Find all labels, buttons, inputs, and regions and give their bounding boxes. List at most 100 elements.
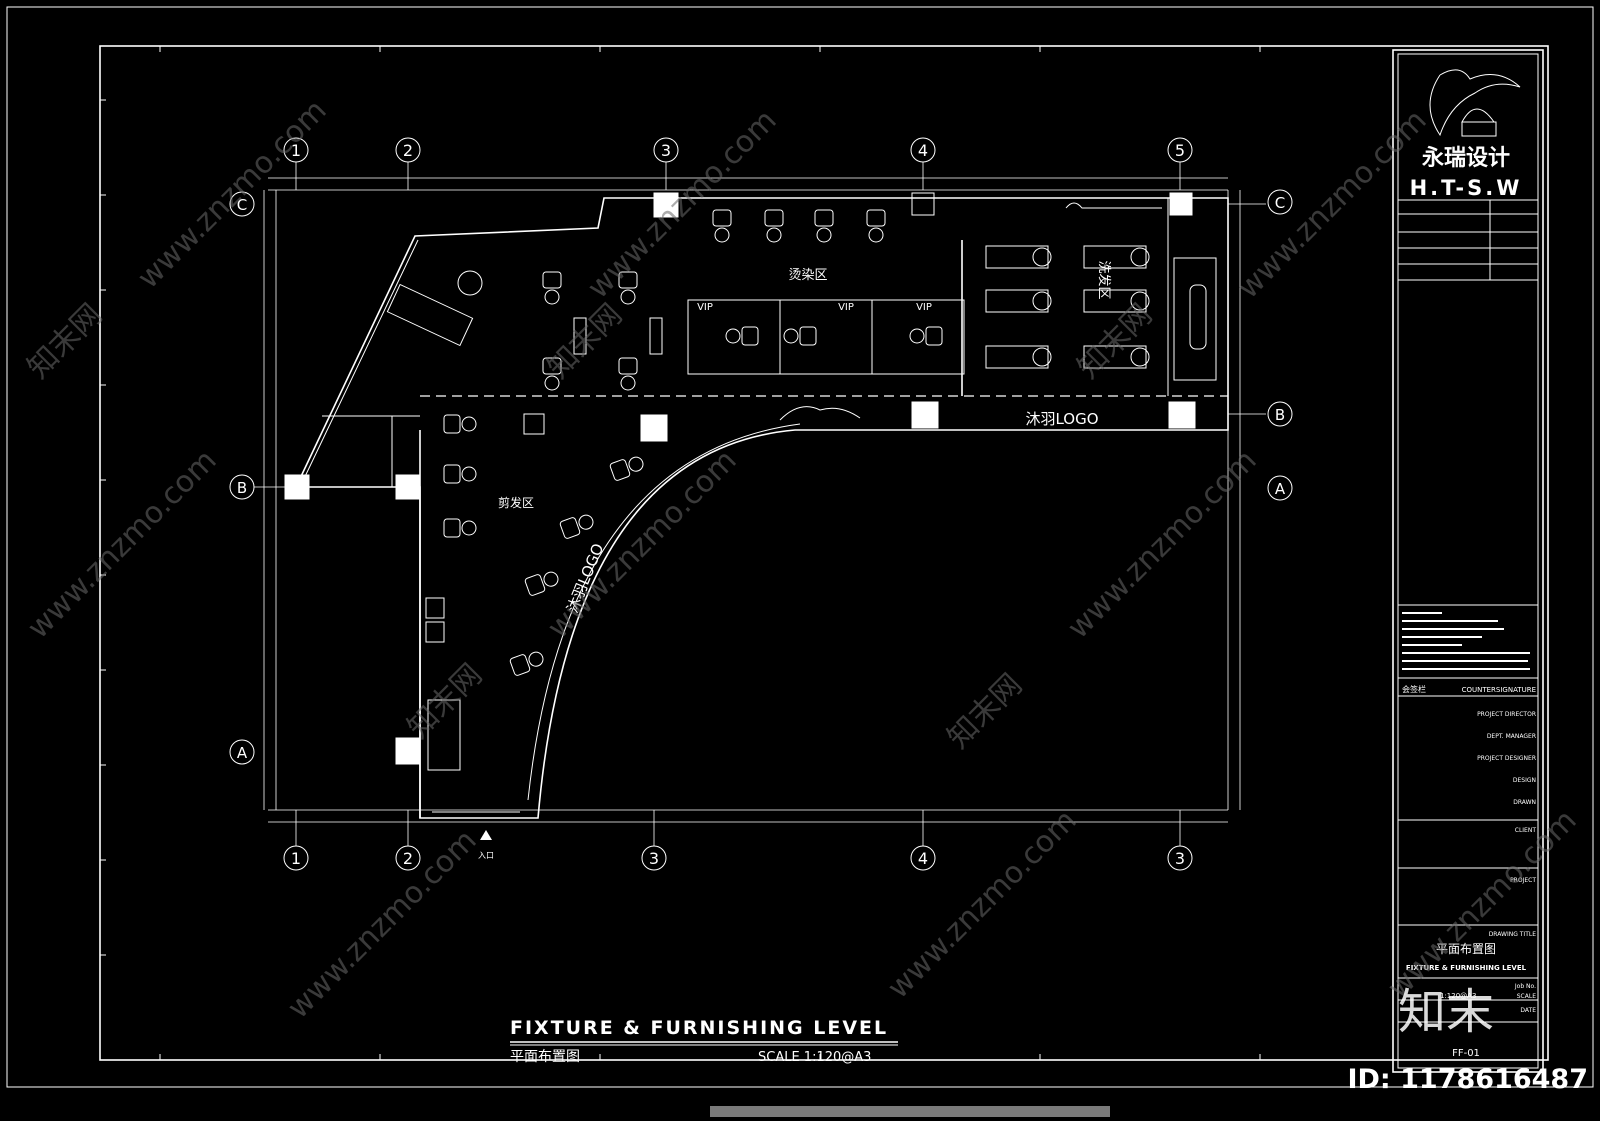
- wash-bed: [1083, 345, 1147, 369]
- wash-basin: [1032, 291, 1052, 311]
- grid-bubble-bottom-2: 2: [395, 845, 421, 871]
- title-en: FIXTURE & FURNISHING LEVEL: [510, 1017, 888, 1039]
- wash-basin: [1032, 347, 1052, 367]
- grid-bubble-left-A: A: [229, 739, 255, 765]
- grid-bubble-right-A: A: [1267, 475, 1293, 501]
- watermark-site-1: www.znzmo.com: [131, 93, 334, 296]
- svg-text:C: C: [1275, 194, 1285, 212]
- watermark-brand-1: 知末网: [21, 297, 109, 385]
- title-scale: SCALE 1:120@A3: [758, 1050, 871, 1065]
- company-name-en: H.T-S.W: [1410, 176, 1523, 200]
- role-drawn: DRAWN: [1513, 799, 1536, 806]
- wash-bed: [1083, 245, 1147, 269]
- salon-chair: [764, 209, 784, 243]
- watermark-site-5: www.znzmo.com: [541, 443, 744, 646]
- svg-text:4: 4: [918, 141, 928, 160]
- salon-chair: [443, 464, 477, 484]
- watermark-site-6: www.znzmo.com: [1061, 443, 1264, 646]
- salon-chair: [542, 357, 562, 391]
- grid-bubble-left-C: C: [229, 191, 255, 217]
- drawing-title-en: FIXTURE & FURNISHING LEVEL: [1406, 964, 1527, 972]
- wash-bed: [985, 345, 1049, 369]
- wash-bed: [1083, 289, 1147, 313]
- svg-text:A: A: [1275, 480, 1286, 498]
- svg-text:2: 2: [403, 141, 413, 160]
- salon-chair: [618, 271, 638, 305]
- salon-chair: [542, 271, 562, 305]
- svg-text:B: B: [237, 479, 247, 497]
- fixtures: [386, 202, 1207, 771]
- label-vip-3: VIP: [916, 302, 932, 313]
- svg-text:A: A: [237, 744, 248, 762]
- label-logo-band: 沐羽LOGO: [1025, 410, 1098, 428]
- grid-bubbles: 1 2 3 4 5 1 2 3 4 3 C B A C B A: [229, 137, 1293, 871]
- wash-beds: [985, 245, 1150, 369]
- svg-text:4: 4: [918, 849, 928, 868]
- title-block: 永瑞设计 H.T-S.W: [1392, 49, 1544, 1073]
- role-project-designer: PROJECT DESIGNER: [1477, 755, 1536, 762]
- svg-text:3: 3: [649, 849, 659, 868]
- svg-text:1: 1: [291, 849, 301, 868]
- svg-text:入口: 入口: [478, 851, 494, 860]
- salon-chair: [509, 651, 544, 676]
- svg-text:2: 2: [403, 849, 413, 868]
- svg-text:1: 1: [291, 141, 301, 160]
- title-cn: 平面布置图: [510, 1049, 580, 1065]
- grid-bubble-bottom-1: 1: [283, 845, 309, 871]
- countersignature-label: COUNTERSIGNATURE: [1462, 686, 1536, 694]
- grid-bubble-top-5: 5: [1167, 137, 1193, 163]
- watermarks: www.znzmo.com www.znzmo.com www.znzmo.co…: [21, 93, 1584, 1040]
- structural-columns: [284, 192, 1196, 765]
- grid-bubble-top-1: 1: [283, 137, 309, 163]
- salon-chair: [783, 326, 817, 346]
- watermark-site-2: www.znzmo.com: [581, 103, 784, 306]
- watermark-brand-4: 知末网: [941, 667, 1029, 755]
- drawing-title-cn: 平面布置图: [1436, 942, 1496, 956]
- salon-chair: [866, 209, 886, 243]
- salon-chair: [618, 357, 638, 391]
- wash-bed: [985, 245, 1049, 269]
- job-no-label: Job No.: [1514, 983, 1536, 990]
- image-id: ID: 1178616487: [1347, 1064, 1588, 1095]
- project-label: PROJECT: [1510, 877, 1536, 884]
- wash-basin: [1032, 247, 1052, 267]
- salon-chair: [443, 414, 477, 434]
- grid-bubble-right-B: B: [1267, 401, 1293, 427]
- sheet-border: [6, 6, 1594, 1088]
- countersignature-cn: 会签栏: [1402, 684, 1426, 694]
- grid-bubble-top-3: 3: [653, 137, 679, 163]
- label-cut-area: 剪发区: [498, 495, 534, 510]
- watermark-site-9: www.znzmo.com: [1381, 803, 1584, 1006]
- drawing-title: FIXTURE & FURNISHING LEVEL 平面布置图 SCALE 1…: [510, 1017, 898, 1065]
- salon-chair: [909, 326, 943, 346]
- drawing-title-label: DRAWING TITLE: [1489, 931, 1537, 938]
- grid-bubble-bottom-5: 3: [1167, 845, 1193, 871]
- bottom-toolbar-strip: [710, 1106, 1110, 1117]
- grid-bubble-bottom-4: 4: [910, 845, 936, 871]
- svg-text:B: B: [1275, 406, 1285, 424]
- salon-chairs: [443, 209, 943, 676]
- wash-basin: [1130, 291, 1150, 311]
- salon-chair: [443, 518, 477, 538]
- watermark-brand-5: 知末网: [401, 657, 489, 745]
- grid-bubble-bottom-3: 3: [641, 845, 667, 871]
- role-design: DESIGN: [1513, 777, 1536, 784]
- watermark-site-8: www.znzmo.com: [881, 803, 1084, 1006]
- salon-chair: [524, 571, 559, 596]
- role-dept-manager: DEPT. MANAGER: [1487, 733, 1536, 740]
- drawing-number: FF-01: [1452, 1048, 1480, 1059]
- role-project-director: PROJECT DIRECTOR: [1477, 711, 1536, 718]
- svg-text:C: C: [237, 196, 247, 214]
- frame-ticks: [100, 46, 1261, 1060]
- client-label: CLIENT: [1515, 827, 1537, 834]
- scale-value: 1:120@A3: [1440, 992, 1476, 1000]
- salon-chair: [712, 209, 732, 243]
- watermark-site-7: www.znzmo.com: [281, 823, 484, 1026]
- wash-basin: [1130, 347, 1150, 367]
- date-label: DATE: [1520, 1007, 1536, 1014]
- salon-chair: [609, 456, 644, 481]
- grid-axis-stubs: [254, 162, 1266, 846]
- company-logo: [1429, 69, 1521, 137]
- label-vip-1: VIP: [697, 302, 713, 313]
